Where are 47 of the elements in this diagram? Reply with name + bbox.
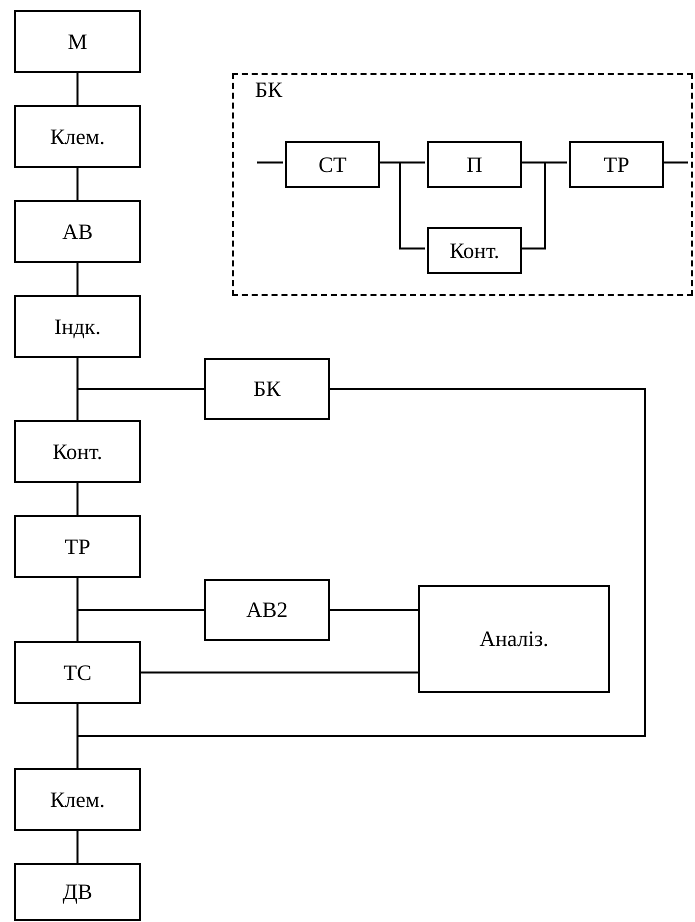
connector-line xyxy=(76,483,78,515)
block-label: П xyxy=(466,152,482,178)
motor-box xyxy=(14,10,141,73)
connector-line xyxy=(76,578,204,611)
block-label: М xyxy=(68,28,88,54)
group-title: БК xyxy=(255,77,282,103)
terminal-box xyxy=(14,105,141,168)
block-label: БК xyxy=(253,376,281,402)
connector-line xyxy=(76,168,78,200)
analyzer-box xyxy=(418,585,610,693)
block-label: Клем. xyxy=(50,786,105,812)
relay-box xyxy=(569,141,664,188)
block-label: Конт. xyxy=(450,238,500,264)
connector-line xyxy=(257,162,283,164)
connector-line xyxy=(76,73,78,105)
block-label: ТР xyxy=(64,534,90,560)
connector-line xyxy=(76,831,78,863)
connector-line xyxy=(378,162,425,250)
indicator-box xyxy=(14,295,141,358)
block-label: ТС xyxy=(63,660,92,686)
connector-line xyxy=(520,162,567,250)
breaker-box xyxy=(204,579,330,641)
block-label: Аналіз. xyxy=(480,626,548,652)
terminal-box xyxy=(14,768,141,831)
connector-line xyxy=(662,162,688,164)
relay-box xyxy=(14,515,141,578)
current-sensor-box xyxy=(14,641,141,704)
stabilizer-box xyxy=(285,141,380,188)
connector-line xyxy=(76,358,204,390)
block-label: Індк. xyxy=(54,314,101,340)
block-label: ТР xyxy=(604,152,630,178)
switch-box xyxy=(427,141,522,188)
motor-box xyxy=(14,863,141,921)
connector-line xyxy=(141,672,418,674)
connector-line xyxy=(330,609,418,611)
block-label: АВ2 xyxy=(246,597,288,623)
block-label: АВ xyxy=(62,218,93,244)
block-label: Конт. xyxy=(52,438,102,464)
connector-line xyxy=(76,263,78,295)
contactor-box xyxy=(14,420,141,483)
block-label: СТ xyxy=(318,152,347,178)
block-label: ДВ xyxy=(62,879,92,905)
control-unit-box xyxy=(204,358,330,420)
block-label: Клем. xyxy=(50,124,105,150)
breaker-box xyxy=(14,200,141,263)
dashed-group-frame xyxy=(232,73,693,296)
contactor-box xyxy=(427,227,522,274)
